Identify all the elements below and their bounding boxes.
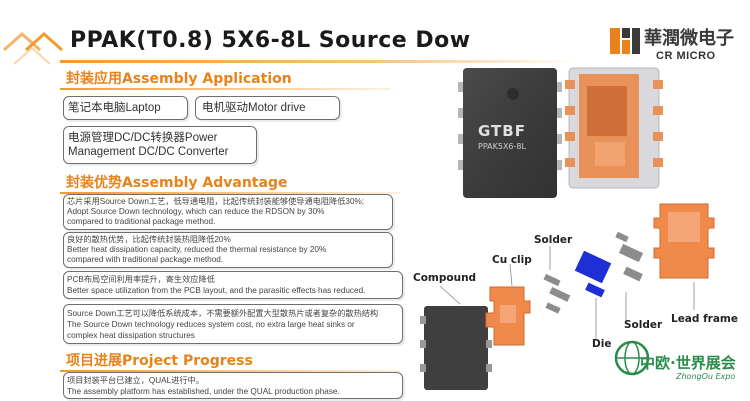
watermark-cn: 中欧·世界展会 [640,354,736,372]
decorative-chevrons [3,31,63,65]
progress-en: The assembly platform has established, u… [67,387,340,396]
die-layer [574,250,612,298]
applications-heading: 封装应用Assembly Application [66,71,292,87]
application-laptop-label: 笔记本电脑Laptop [68,102,161,114]
progress-heading-bar [60,370,400,372]
package-render [458,68,562,198]
label-lead-frame: Lead frame [671,313,738,325]
logo-chinese: 華潤微电子 [644,28,734,49]
applications-heading-bar [60,88,390,90]
application-power-management: 电源管理DC/DC转换器Power Management DC/DC Conve… [63,126,257,164]
chip-part-number: PPAK5X6-8L [478,142,526,151]
lead-frame-layer [653,203,715,279]
advantage-cn: Source Down工艺可以降低系统成本，不需要额外配置大型散热片或者复杂的散… [67,309,379,318]
chip-brand: GTBF [478,122,526,140]
pin1-dot [507,88,519,100]
title-underline [60,60,580,63]
label-solder-bottom: Solder [624,319,663,331]
advantage-en-line1: Better space utilization from the PCB la… [67,286,366,295]
watermark-en: ZhongOu Expo [676,372,736,381]
advantage-cn: 良好的散热优势，比起传统封装热阻降低20% [67,235,231,244]
progress-box: 项目封装平台已建立，QUAL进行中。 The assembly platform… [63,372,403,399]
cu-clip-layer [485,286,531,346]
package-leads [458,82,562,170]
advantages-heading-bar [60,192,400,194]
advantage-cn: PCB布局空间利用率提升，寄生效应降低 [67,275,215,284]
advantage-en-line1: Better heat dissipation capacity, reduce… [67,245,327,254]
advantage-item: Source Down工艺可以降低系统成本，不需要额外配置大型散热片或者复杂的散… [63,304,403,344]
label-cu-clip: Cu clip [492,254,532,266]
application-power-line1: 电源管理DC/DC转换器Power [68,132,218,144]
label-compound: Compound [413,272,477,284]
compound-layer [420,306,492,390]
logo-english: CR MICRO [656,50,716,62]
advantage-item: PCB布局空间利用率提升，寄生效应降低 Better space utiliza… [63,271,403,299]
exploded-label-leaders [439,246,695,340]
solder-bottom-layer [615,231,644,282]
advantage-en-line2: complex heat dissipation structures [67,331,195,340]
logo-mark-icon [610,28,640,54]
cr-micro-logo: 華潤微电子 CR MICRO [608,22,738,70]
expo-globe-icon [614,340,650,376]
internal-view-render [565,67,663,189]
application-motor-drive-label: 电机驱动Motor drive [202,102,306,114]
advantage-en-line2: compared to traditional package method. [67,217,216,226]
advantage-en-line1: The Source Down technology reduces syste… [67,320,355,329]
advantage-item: 芯片采用Source Down工艺，低导通电阻，比起传统封装能够使导通电阻降低3… [63,194,393,230]
progress-heading: 项目进展Project Progress [66,353,253,369]
progress-cn: 项目封装平台已建立，QUAL进行中。 [67,376,204,385]
application-power-line2: Management DC/DC Converter [68,146,229,158]
advantage-item: 良好的散热优势，比起传统封装热阻降低20% Better heat dissip… [63,232,393,268]
advantages-heading: 封装优势Assembly Advantage [66,175,288,191]
advantage-en-line1: Adopt Source Down technology, which can … [67,207,325,216]
application-laptop: 笔记本电脑Laptop [63,96,188,120]
solder-top-layer [543,273,571,314]
label-solder-top: Solder [534,234,573,246]
advantage-cn: 芯片采用Source Down工艺，低导通电阻，比起传统封装能够使导通电阻降低3… [67,197,365,206]
label-die: Die [592,338,612,350]
advantage-en-line2: compared with traditional package method… [67,255,224,264]
page-title: PPAK(T0.8) 5X6-8L Source Dow [70,28,471,53]
application-motor-drive: 电机驱动Motor drive [195,96,340,120]
